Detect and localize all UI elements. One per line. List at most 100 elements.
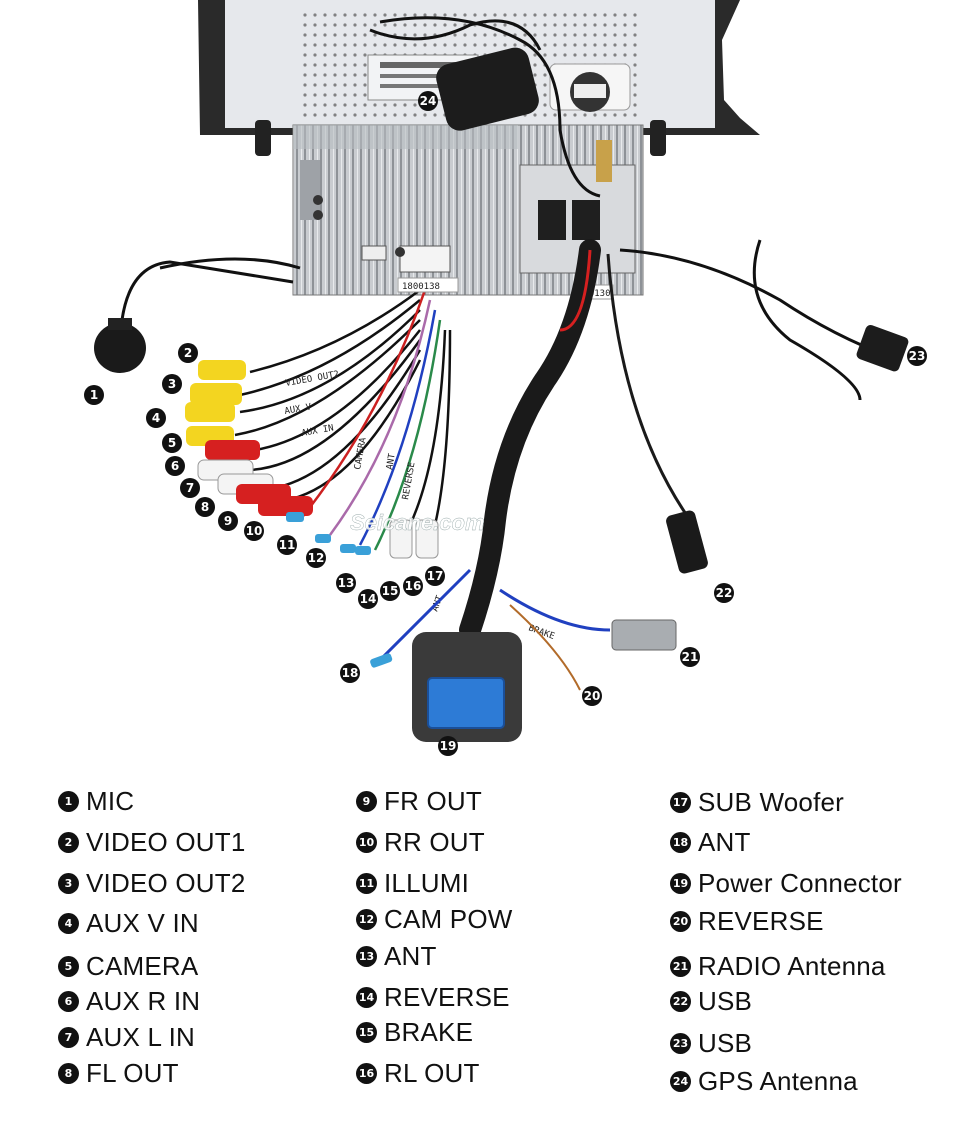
svg-text:8: 8 <box>201 500 209 514</box>
legend-label-23: USB <box>698 1028 753 1058</box>
legend-label-11: ILLUMI <box>384 868 470 898</box>
watermark: Seicane.com <box>350 510 485 535</box>
marker-16: 16 <box>403 576 423 596</box>
legend-number-21: 21 <box>670 956 691 977</box>
marker-4: 4 <box>146 408 166 428</box>
legend-item-5: 5 CAMERA <box>58 951 198 982</box>
marker-5: 5 <box>162 433 182 453</box>
marker-3: 3 <box>162 374 182 394</box>
legend-label-9: FR OUT <box>384 786 482 816</box>
legend-label-13: ANT <box>384 941 437 971</box>
marker-9: 9 <box>218 511 238 531</box>
svg-text:1: 1 <box>90 388 98 402</box>
reverse-tag: REVERSE <box>401 461 417 500</box>
legend-item-21: 21 RADIO Antenna <box>670 951 886 982</box>
legend-label-19: Power Connector <box>698 868 902 898</box>
marker-24: 24 <box>418 91 438 111</box>
legend-item-14: 14 REVERSE <box>356 982 510 1013</box>
marker-23: 23 <box>907 346 927 366</box>
marker-20: 20 <box>582 686 602 706</box>
marker-18: 18 <box>340 663 360 683</box>
marker-13: 13 <box>336 573 356 593</box>
legend-label-2: VIDEO OUT1 <box>86 827 246 857</box>
marker-22: 22 <box>714 583 734 603</box>
legend-label-16: RL OUT <box>384 1058 480 1088</box>
marker-2: 2 <box>178 343 198 363</box>
svg-text:21: 21 <box>682 650 699 664</box>
legend-label-8: FL OUT <box>86 1058 179 1088</box>
legend-item-11: 11 ILLUMI <box>356 868 469 899</box>
marker-15: 15 <box>380 581 400 601</box>
svg-text:2: 2 <box>184 346 192 360</box>
svg-text:16: 16 <box>405 579 422 593</box>
legend-label-14: REVERSE <box>384 982 510 1012</box>
marker-6: 6 <box>165 456 185 476</box>
legend-number-14: 14 <box>356 987 377 1008</box>
svg-text:13: 13 <box>338 576 355 590</box>
marker-11: 11 <box>277 535 297 555</box>
legend-label-21: RADIO Antenna <box>698 951 886 981</box>
legend-number-8: 8 <box>58 1063 79 1084</box>
legend-number-5: 5 <box>58 956 79 977</box>
legend-number-23: 23 <box>670 1033 691 1054</box>
legend-number-7: 7 <box>58 1027 79 1048</box>
legend-number-4: 4 <box>58 913 79 934</box>
legend-item-13: 13 ANT <box>356 941 437 972</box>
mic <box>94 257 301 373</box>
marker-14: 14 <box>358 589 378 609</box>
legend-number-24: 24 <box>670 1071 691 1092</box>
legend-number-2: 2 <box>58 832 79 853</box>
legend-number-22: 22 <box>670 991 691 1012</box>
legend-label-18: ANT <box>698 827 751 857</box>
svg-text:22: 22 <box>716 586 733 600</box>
legend-item-9: 9 FR OUT <box>356 786 482 817</box>
legend-item-18: 18 ANT <box>670 827 751 858</box>
legend-label-10: RR OUT <box>384 827 485 857</box>
svg-text:10: 10 <box>246 524 263 538</box>
svg-text:14: 14 <box>360 592 377 606</box>
legend-number-11: 11 <box>356 873 377 894</box>
marker-19: 19 <box>438 736 458 756</box>
svg-text:7: 7 <box>186 481 194 495</box>
legend-number-6: 6 <box>58 991 79 1012</box>
legend-number-17: 17 <box>670 792 691 813</box>
legend-number-13: 13 <box>356 946 377 967</box>
svg-text:3: 3 <box>168 377 176 391</box>
legend-item-2: 2 VIDEO OUT1 <box>58 827 245 858</box>
gps-antenna <box>369 16 601 198</box>
legend-label-5: CAMERA <box>86 951 199 981</box>
legend-item-6: 6 AUX R IN <box>58 986 200 1017</box>
legend-label-4: AUX V IN <box>86 908 199 938</box>
legend-number-15: 15 <box>356 1022 377 1043</box>
legend-label-6: AUX R IN <box>86 986 201 1016</box>
marker-1: 1 <box>84 385 104 405</box>
harness-main-tag: 1800138 <box>402 282 440 292</box>
legend-label-24: GPS Antenna <box>698 1066 858 1096</box>
rca-plugs <box>185 360 439 559</box>
legend-number-20: 20 <box>670 911 691 932</box>
svg-text:17: 17 <box>427 569 444 583</box>
svg-text:20: 20 <box>584 689 601 703</box>
marker-12: 12 <box>306 548 326 568</box>
callout-markers: 1 2 3 4 5 6 7 8 9 10 11 12 13 14 15 16 1… <box>84 91 927 756</box>
power-harness <box>370 239 708 742</box>
legend-item-23: 23 USB <box>670 1028 752 1059</box>
legend-label-1: MIC <box>86 786 135 816</box>
rca-cables <box>234 288 452 551</box>
svg-text:9: 9 <box>224 514 232 528</box>
legend-number-9: 9 <box>356 791 377 812</box>
legend-number-12: 12 <box>356 909 377 930</box>
marker-17: 17 <box>425 566 445 586</box>
legend-number-18: 18 <box>670 832 691 853</box>
legend-label-20: REVERSE <box>698 906 824 936</box>
svg-text:18: 18 <box>342 666 359 680</box>
ant-tag: ANT <box>385 452 398 470</box>
